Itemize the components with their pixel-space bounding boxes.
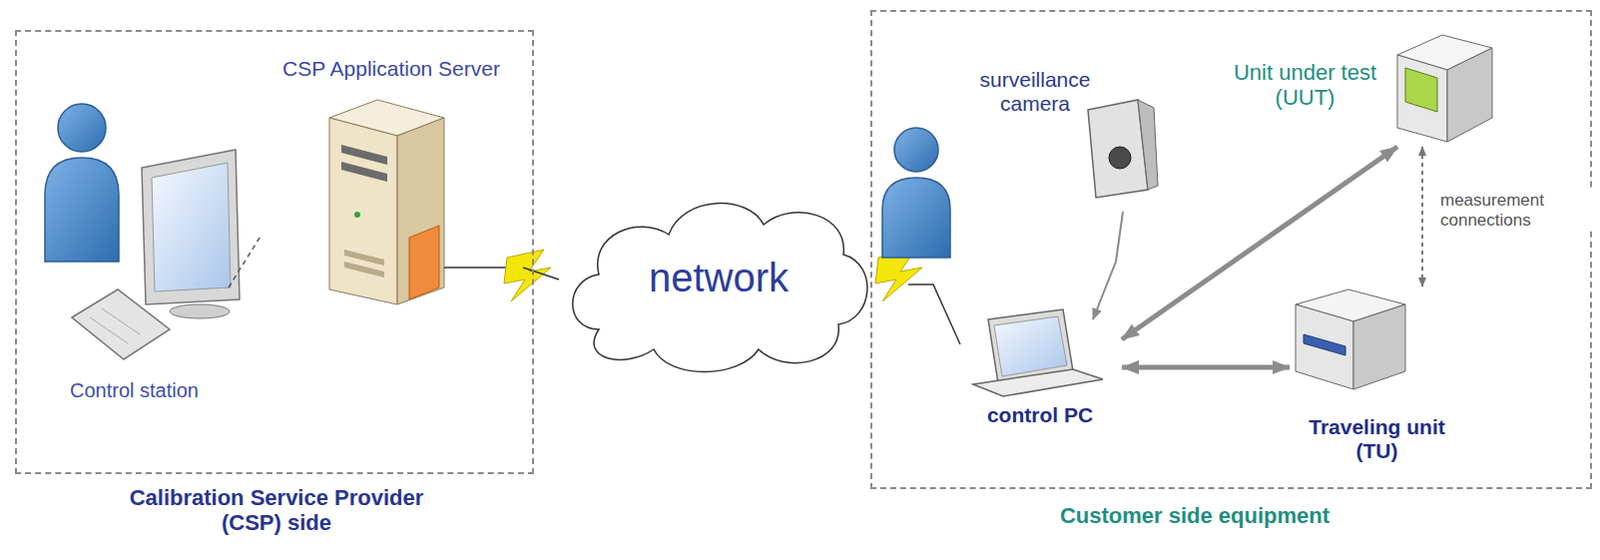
workstation-node: Control station (41, 151, 229, 414)
person-head (57, 103, 106, 152)
person-body (44, 157, 119, 262)
monitor-stand (169, 304, 230, 319)
firewall-panel (409, 225, 440, 300)
laptop-base (973, 369, 1103, 397)
group-region: Customer side equipmentsurveillance came… (870, 9, 1593, 490)
server-front (329, 117, 398, 305)
group-heading: Calibration Service Provider (CSP) side (101, 485, 452, 536)
link-line (523, 267, 559, 280)
arrow-connector (1121, 365, 1290, 371)
device-node: Traveling unit (TU) (1289, 286, 1467, 479)
uut-front (1397, 54, 1448, 142)
node-label: Traveling unit (TU) (1289, 415, 1465, 464)
uut-side (1447, 47, 1493, 142)
camera-body (1087, 99, 1148, 198)
device-node: Unit under test (UUT) (1224, 23, 1500, 147)
arrow-connector (1421, 146, 1424, 287)
camera-lens (1108, 146, 1131, 169)
group-heading: Customer side equipment (995, 503, 1395, 529)
monitor-screen (151, 162, 231, 292)
tu-side (1353, 304, 1406, 390)
keyboard-keys (89, 317, 128, 344)
server-side (397, 117, 445, 305)
laptop-screen (994, 316, 1067, 377)
edge-label: measurement connections (1437, 189, 1594, 231)
drive-bay (341, 144, 388, 165)
link-line (908, 284, 961, 345)
drive-bay (341, 161, 388, 182)
power-led (354, 211, 361, 218)
cloud-outline (572, 203, 868, 373)
monitor-frame (141, 149, 240, 305)
link-line (228, 234, 262, 288)
tu-display (1303, 334, 1346, 356)
node-label: Unit under test (UUT) (1227, 59, 1383, 111)
person-body (882, 177, 951, 258)
keyboard-keys (101, 308, 140, 335)
arrow-connector (1092, 211, 1123, 320)
node-label: surveillance camera (955, 67, 1115, 116)
node-label: CSP Application Server (261, 56, 522, 81)
node-label: network (573, 254, 864, 301)
camera-side (1137, 99, 1158, 190)
arrow-connector (1121, 146, 1398, 340)
wireless-bolt (504, 249, 551, 302)
network-cloud: network (558, 179, 909, 380)
uut-display (1405, 67, 1438, 112)
person-head (894, 127, 939, 172)
keyboard (71, 289, 170, 360)
server-vent (344, 261, 385, 278)
node-label: Control station (41, 379, 227, 403)
laptop-node: control PC (960, 319, 1122, 432)
group-region: Calibration Service Provider (CSP) sideC… (14, 29, 534, 475)
camera-node: surveillance camera (955, 61, 1165, 212)
tu-front (1295, 304, 1354, 390)
server-node: CSP Application Server (261, 51, 524, 310)
node-label: control PC (960, 403, 1120, 428)
